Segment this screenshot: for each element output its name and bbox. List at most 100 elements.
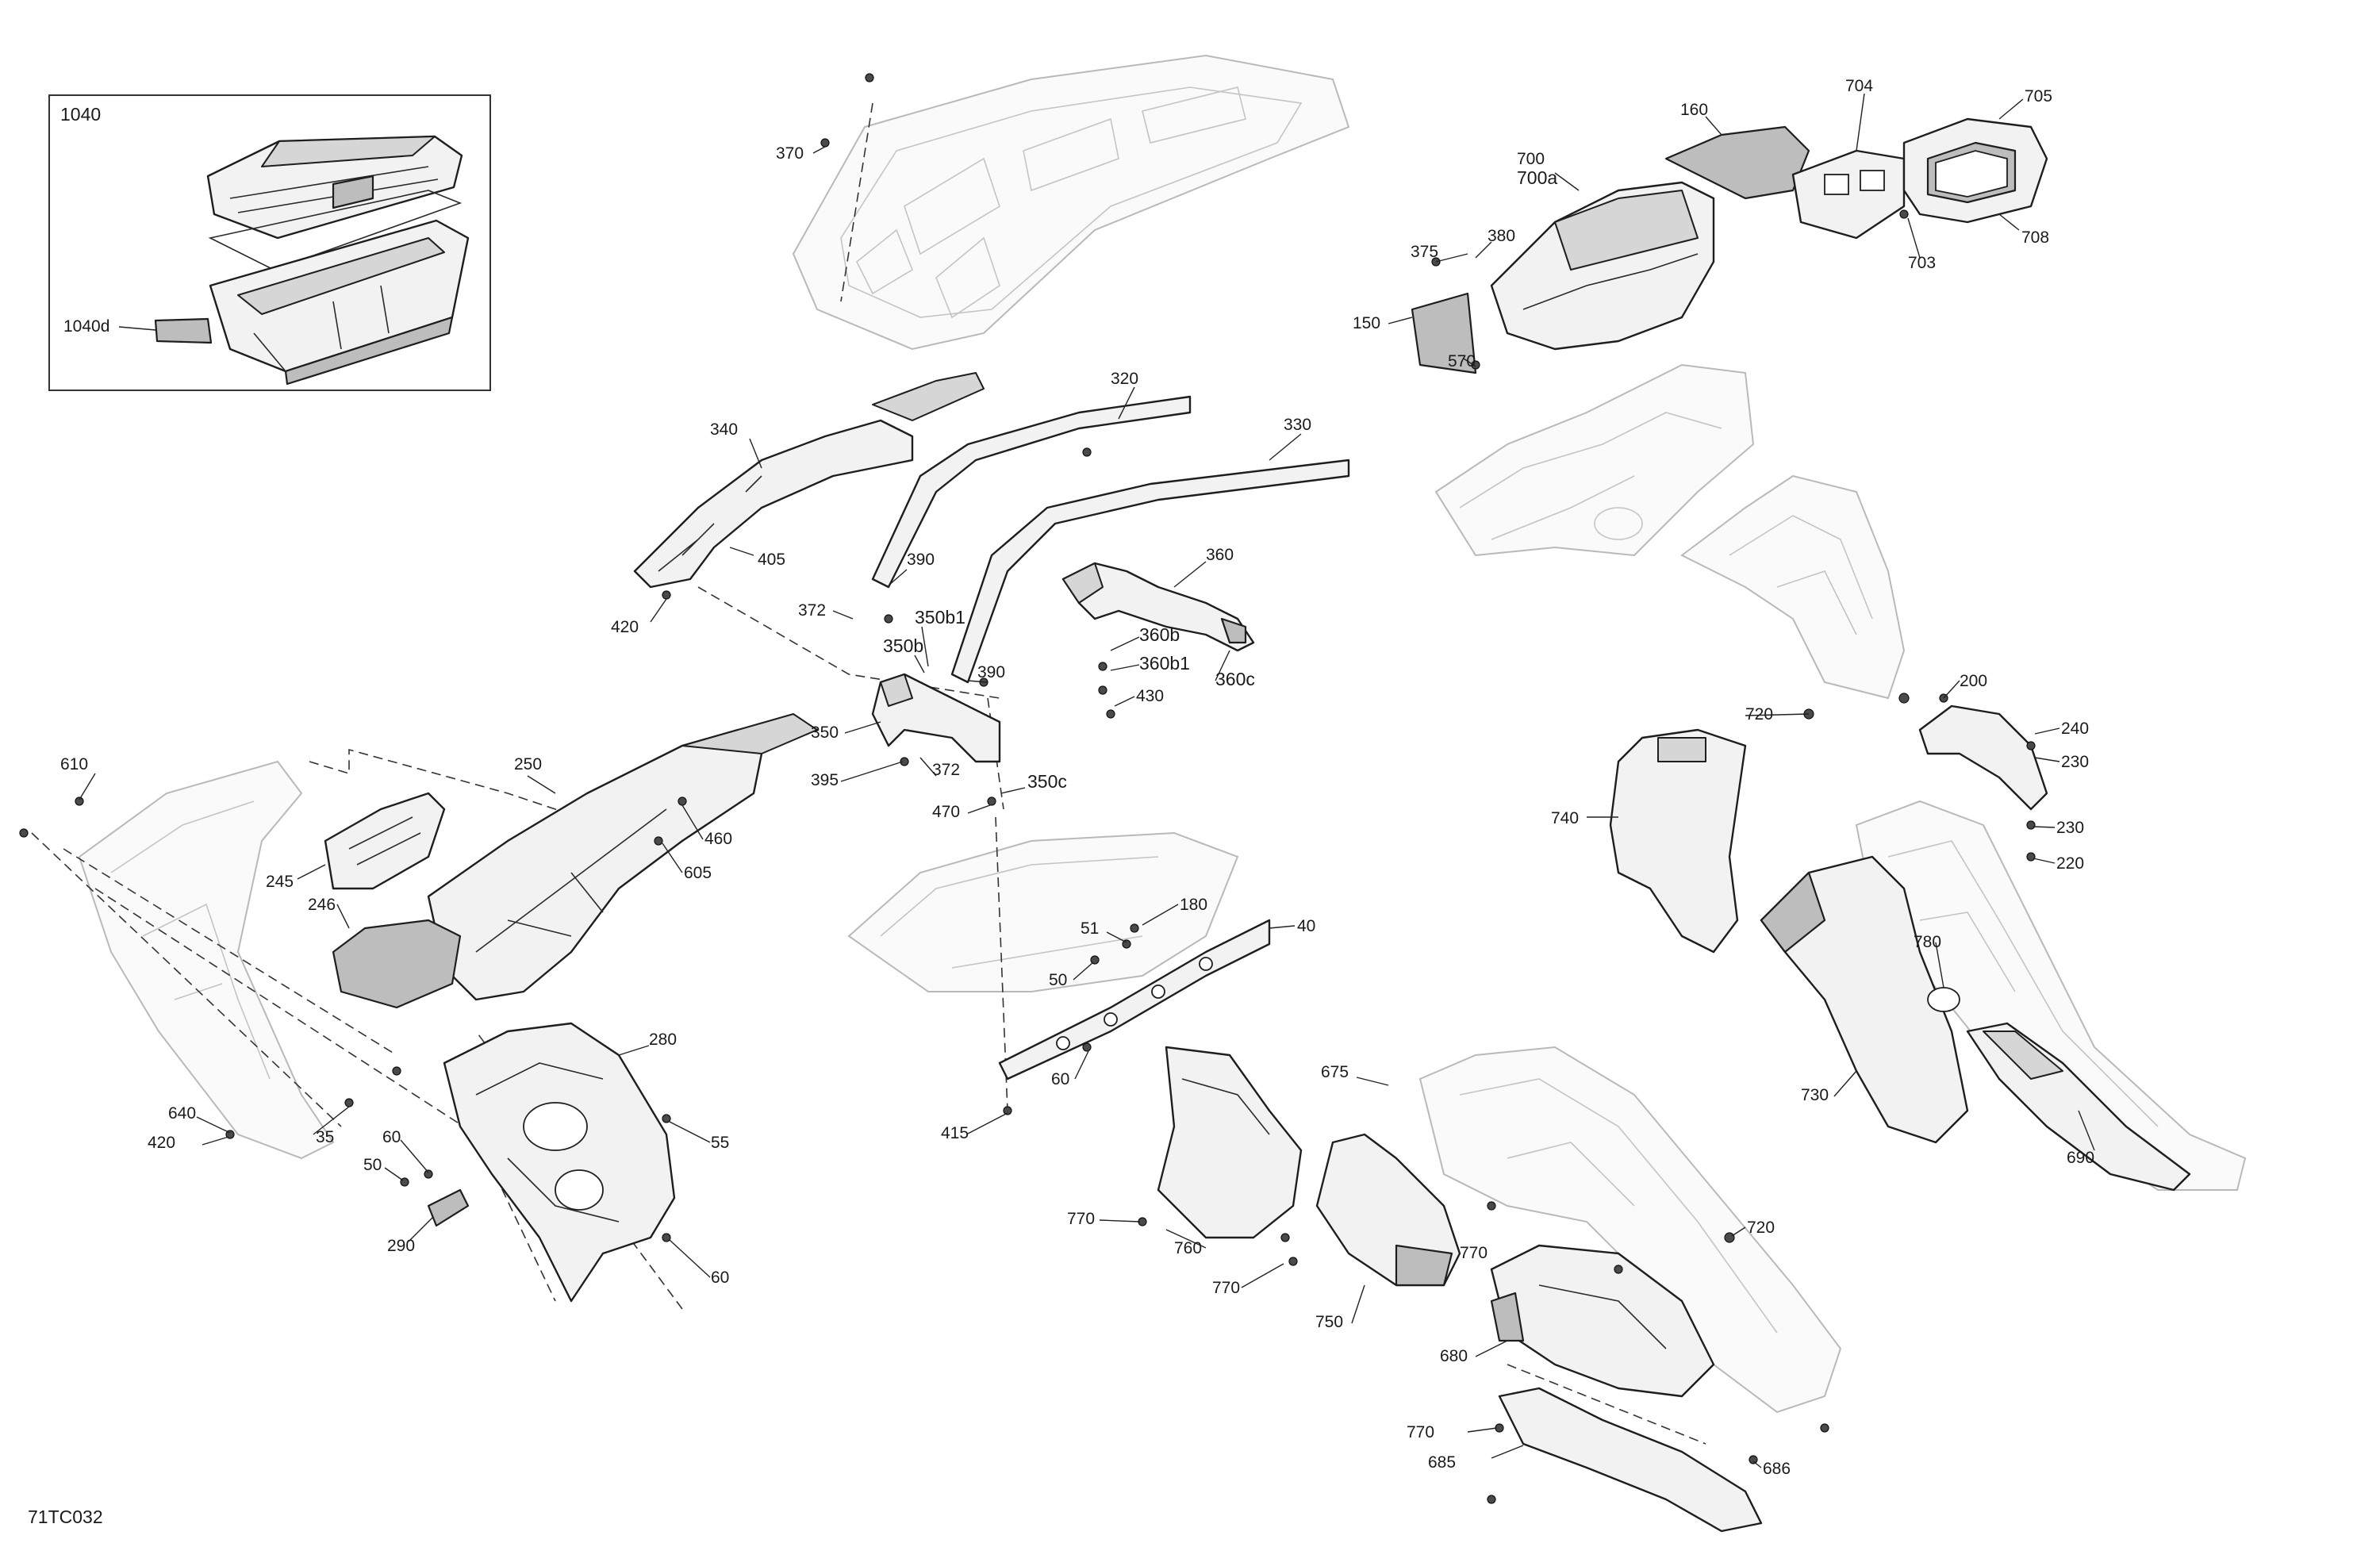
callout-51: 51 bbox=[1081, 919, 1099, 938]
callout-375: 375 bbox=[1411, 243, 1438, 261]
part-245-module bbox=[324, 792, 446, 890]
callout-685: 685 bbox=[1428, 1453, 1456, 1472]
ghost-right-rear-fender bbox=[1418, 800, 2247, 1414]
storage-box-tray bbox=[209, 219, 470, 386]
callout-320: 320 bbox=[1111, 370, 1138, 388]
callout-750: 750 bbox=[1315, 1313, 1343, 1331]
inset-storage-box: 1040 1040d bbox=[48, 94, 491, 391]
callout-770-c: 770 bbox=[1460, 1244, 1488, 1262]
part-690-panel bbox=[1966, 1022, 2191, 1192]
part-760-panel bbox=[1157, 1046, 1303, 1239]
callout-740: 740 bbox=[1551, 809, 1579, 827]
callout-420-b: 420 bbox=[148, 1134, 175, 1152]
callout-246: 246 bbox=[308, 896, 336, 914]
figure-code: 71TC032 bbox=[28, 1507, 103, 1527]
callout-245: 245 bbox=[266, 873, 294, 891]
callout-470: 470 bbox=[932, 803, 960, 821]
part-750-panel bbox=[1315, 1133, 1461, 1287]
callout-405: 405 bbox=[758, 551, 785, 569]
ghost-left-side-panel bbox=[78, 760, 335, 1160]
callout-420: 420 bbox=[611, 618, 639, 636]
callout-770: 770 bbox=[1067, 1210, 1095, 1228]
part-730-panel bbox=[1760, 855, 1969, 1144]
callout-240: 240 bbox=[2061, 720, 2089, 738]
callout-704: 704 bbox=[1845, 77, 1873, 95]
ghost-dash-frame bbox=[1434, 363, 1906, 700]
part-705-gauge-cluster bbox=[1902, 117, 2048, 224]
callout-430: 430 bbox=[1136, 687, 1164, 705]
callout-730: 730 bbox=[1801, 1086, 1829, 1104]
storage-box-seal bbox=[208, 190, 463, 271]
callout-250: 250 bbox=[514, 755, 542, 773]
callout-50-b: 50 bbox=[1049, 971, 1067, 989]
part-360-bracket bbox=[1061, 562, 1255, 652]
callout-160: 160 bbox=[1680, 101, 1708, 119]
inset-sub-label: 1040d bbox=[63, 317, 109, 336]
part-150-panel bbox=[1411, 292, 1477, 374]
callout-780: 780 bbox=[1914, 933, 1941, 951]
callout-330: 330 bbox=[1284, 416, 1311, 434]
callout-640: 640 bbox=[168, 1104, 196, 1123]
inset-title: 1040 bbox=[60, 104, 101, 125]
part-685-panel bbox=[1498, 1387, 1763, 1533]
ghost-center-floor bbox=[847, 831, 1239, 992]
part-1040d bbox=[154, 317, 213, 344]
callout-690: 690 bbox=[2067, 1149, 2094, 1167]
callout-360: 360 bbox=[1206, 546, 1234, 564]
callout-760: 760 bbox=[1174, 1239, 1202, 1257]
callout-708: 708 bbox=[2021, 228, 2049, 247]
part-340-bracket bbox=[633, 372, 985, 589]
callout-labels: 370 340 405 420 320 330 390 372 350b1 35… bbox=[60, 77, 2094, 1478]
callout-340: 340 bbox=[710, 420, 738, 439]
callout-220: 220 bbox=[2056, 854, 2084, 873]
callout-703: 703 bbox=[1908, 254, 1936, 272]
callout-770-b: 770 bbox=[1212, 1279, 1240, 1297]
callout-350b: 350b bbox=[883, 635, 923, 656]
callout-180: 180 bbox=[1180, 896, 1207, 914]
part-250-center-frame bbox=[427, 713, 818, 1001]
part-246-module bbox=[332, 919, 462, 1009]
callout-350: 350 bbox=[811, 724, 839, 742]
callout-390-b: 390 bbox=[977, 663, 1005, 681]
callout-55: 55 bbox=[711, 1134, 729, 1152]
callout-770-d: 770 bbox=[1407, 1423, 1434, 1441]
callout-50: 50 bbox=[363, 1156, 382, 1174]
callout-360b1: 360b1 bbox=[1139, 653, 1190, 674]
callout-35: 35 bbox=[316, 1128, 334, 1146]
callout-395: 395 bbox=[811, 771, 839, 789]
callout-350b1: 350b1 bbox=[915, 607, 965, 628]
callout-60-b: 60 bbox=[711, 1269, 729, 1287]
part-740-panel bbox=[1609, 728, 1747, 954]
callout-700a: 700a bbox=[1517, 167, 1557, 188]
callout-700: 700 bbox=[1517, 150, 1545, 168]
part-700-dash-bezel bbox=[1490, 181, 1715, 351]
callout-372: 372 bbox=[798, 601, 826, 620]
callout-360b: 360b bbox=[1139, 624, 1180, 645]
part-704-bracket bbox=[1791, 149, 1906, 240]
callout-290: 290 bbox=[387, 1237, 415, 1255]
callout-372-b: 372 bbox=[932, 761, 960, 779]
part-320-tube bbox=[871, 395, 1192, 589]
part-290 bbox=[427, 1188, 470, 1227]
callout-200: 200 bbox=[1960, 672, 1987, 690]
part-330-tube bbox=[950, 459, 1350, 684]
callout-150: 150 bbox=[1353, 314, 1380, 332]
part-40-crossmember bbox=[998, 919, 1271, 1080]
callout-40: 40 bbox=[1297, 917, 1315, 935]
callout-675: 675 bbox=[1321, 1063, 1349, 1081]
callout-380: 380 bbox=[1488, 227, 1515, 245]
callout-610: 610 bbox=[60, 755, 88, 773]
callout-370: 370 bbox=[776, 144, 804, 163]
leader-lines bbox=[79, 93, 2095, 1468]
callout-415: 415 bbox=[941, 1124, 969, 1142]
callout-230-b: 230 bbox=[2056, 819, 2084, 837]
callout-686: 686 bbox=[1763, 1460, 1791, 1478]
callout-60: 60 bbox=[382, 1128, 401, 1146]
callout-705: 705 bbox=[2025, 87, 2052, 106]
callout-360c: 360c bbox=[1215, 669, 1255, 689]
callout-460: 460 bbox=[704, 830, 732, 848]
callout-390: 390 bbox=[907, 551, 935, 569]
callout-350c: 350c bbox=[1027, 771, 1067, 792]
storage-box-lid bbox=[206, 135, 463, 240]
